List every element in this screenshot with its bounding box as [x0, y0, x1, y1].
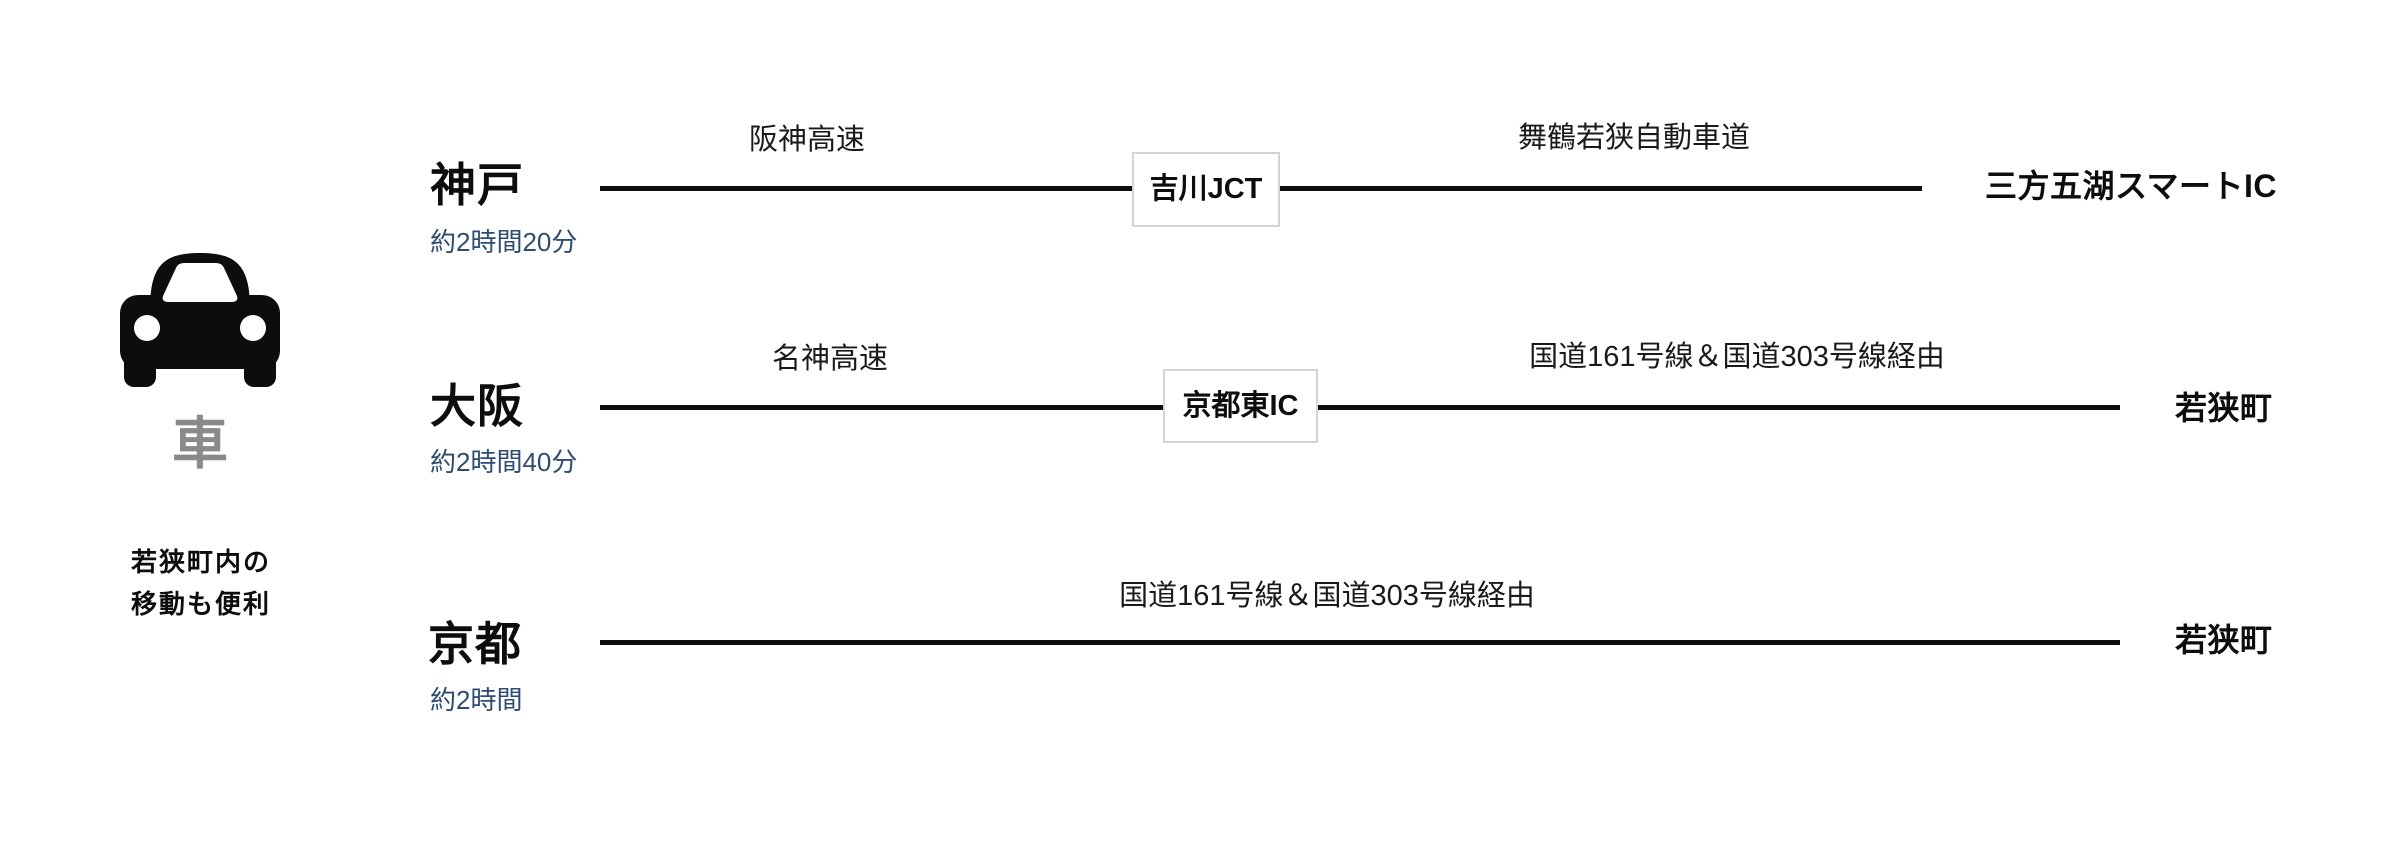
destination-wakasa-town-kyoto: 若狭町	[2175, 622, 2273, 658]
origin-city-kobe: 神戸	[430, 159, 524, 211]
transport-mode-note: 若狭町内の移動も便利	[131, 541, 271, 625]
destination-wakasa-town-osaka: 若狭町	[2175, 390, 2273, 426]
duration-kobe: 約2時間20分	[430, 227, 578, 257]
route-line-kyoto	[600, 640, 2120, 645]
transport-mode-label: 車	[172, 412, 228, 475]
origin-city-kyoto: 京都	[428, 618, 522, 670]
junction-box-yokawa-jct: 吉川JCT	[1132, 152, 1280, 227]
road-label-maizuru-wakasa-expressway: 舞鶴若狭自動車道	[1517, 122, 1751, 154]
mode-note-line-2: 移動も便利	[131, 589, 272, 619]
origin-city-osaka: 大阪	[430, 380, 524, 432]
route-line-osaka	[600, 405, 2120, 410]
road-label-meishin-expressway: 名神高速	[771, 343, 889, 375]
junction-box-kyoto-higashi-ic: 京都東IC	[1163, 369, 1318, 443]
mode-note-line-1: 若狭町内の	[131, 547, 272, 577]
road-label-route161-303-kyoto: 国道161号線＆国道303号線経由	[1119, 580, 1535, 612]
road-label-route161-303-osaka: 国道161号線＆国道303号線経由	[1529, 341, 1945, 373]
road-label-hanshin-expressway: 阪神高速	[748, 124, 866, 156]
car-icon	[120, 253, 280, 387]
duration-kyoto: 約2時間	[430, 685, 523, 715]
destination-mikatagoko-smart-ic: 三方五湖スマートIC	[1985, 168, 2278, 204]
duration-osaka: 約2時間40分	[430, 447, 578, 477]
